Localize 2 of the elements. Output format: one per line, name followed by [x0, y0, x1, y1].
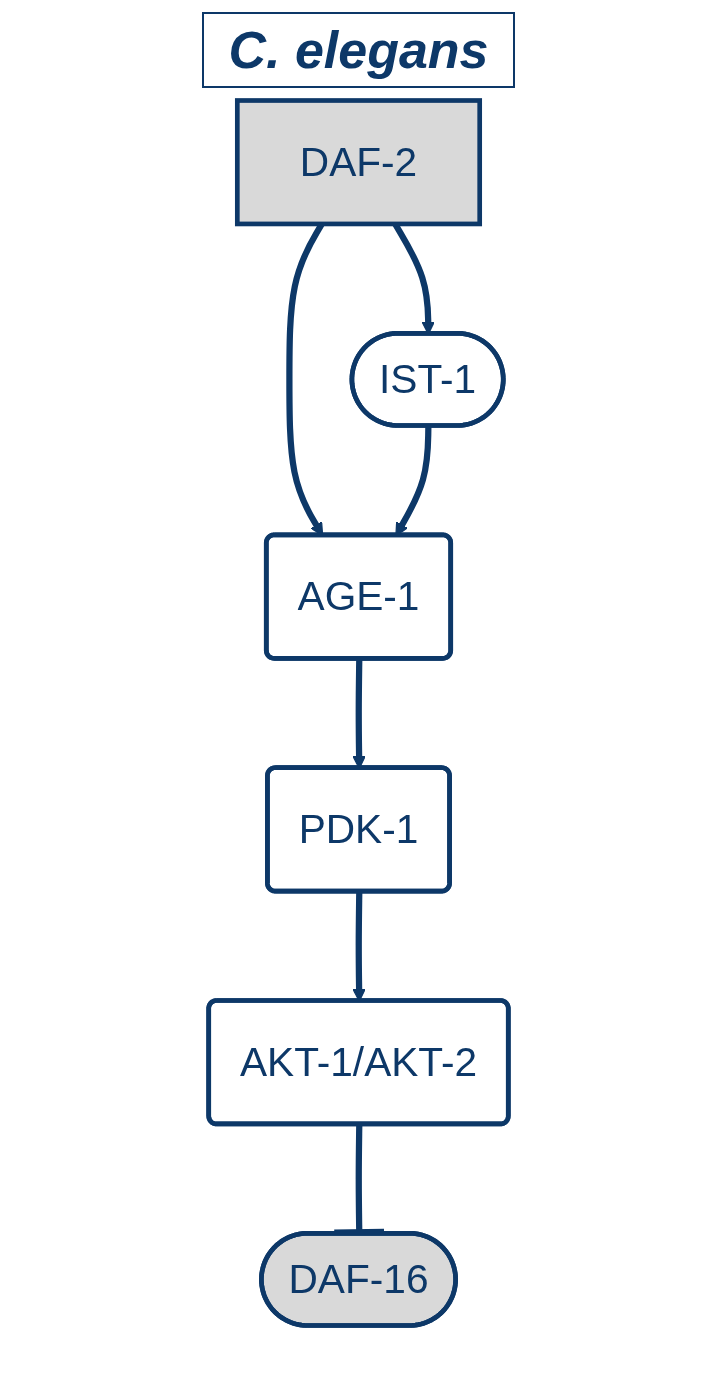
title: C. elegans	[202, 12, 515, 88]
node-box: DAF-2	[234, 98, 483, 227]
